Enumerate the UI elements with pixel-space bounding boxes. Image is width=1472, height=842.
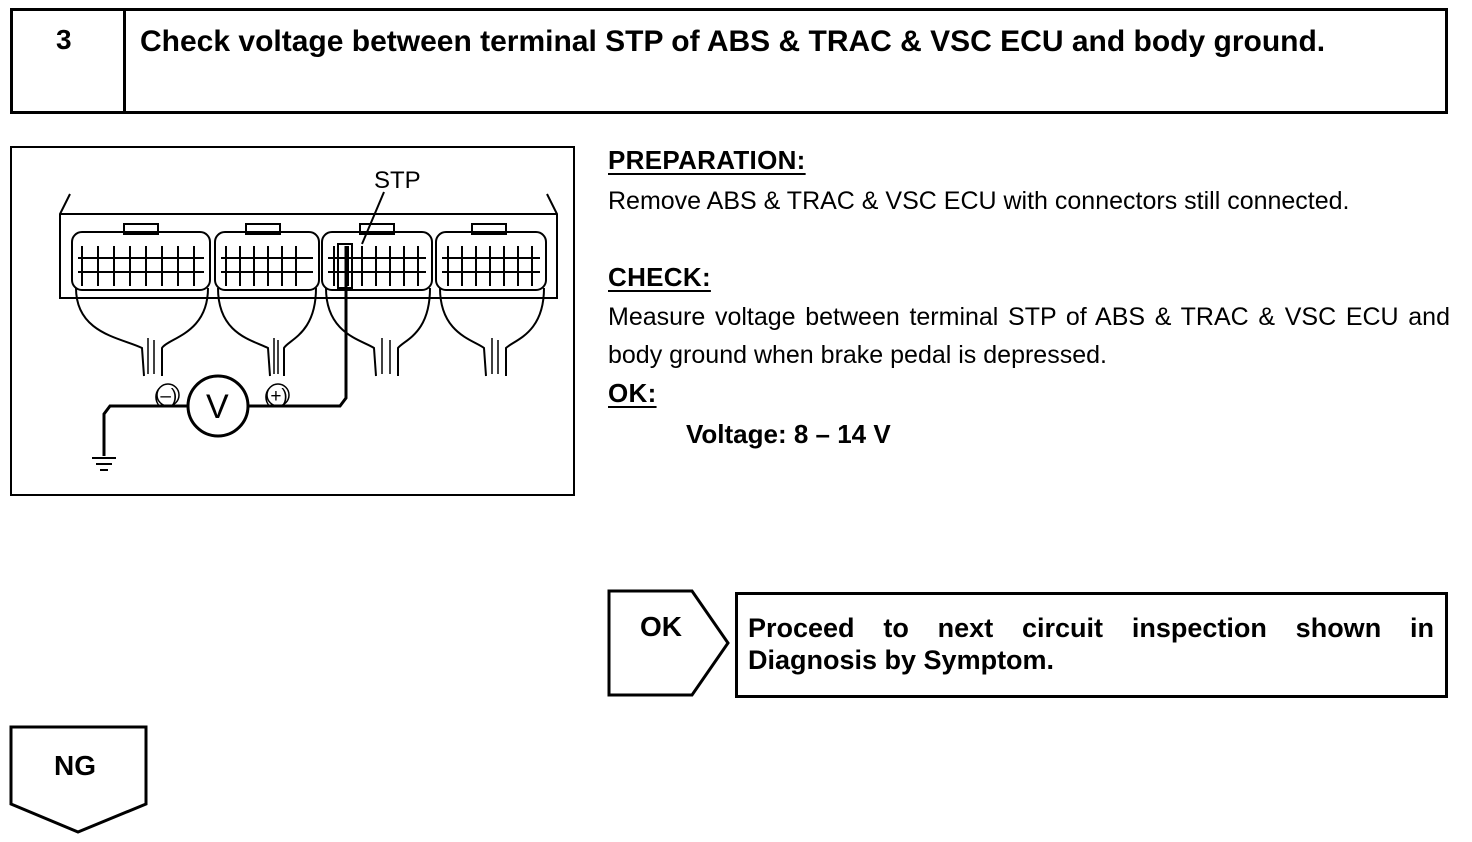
ok-result-box [735, 592, 1448, 698]
negative-marker [156, 383, 180, 407]
harness-wires [147, 338, 499, 374]
harness-4 [439, 287, 545, 377]
ok-spec-value: Voltage: 8 – 14 V [686, 419, 891, 449]
positive-label: (+) [264, 386, 288, 407]
negative-label: (–) [154, 386, 177, 407]
harness-3 [325, 287, 431, 377]
stp-terminal-highlight [337, 243, 353, 289]
check-text: Measure voltage between terminal STP of … [608, 303, 1450, 369]
harness-2 [217, 287, 317, 377]
ng-result-label: NG [54, 750, 96, 781]
connector-3 [321, 223, 433, 291]
ok-arrow-shape [607, 589, 730, 697]
preparation-heading: PREPARATION: [608, 145, 806, 175]
diagram-illustration: STP V (–) (+) [59, 167, 558, 471]
harness-1 [75, 287, 209, 377]
probe-wire-positive [248, 246, 348, 408]
check-heading: CHECK: [608, 262, 711, 292]
step-title: Check voltage between terminal STP of AB… [140, 25, 1326, 58]
step-header-divider [123, 8, 126, 114]
ok-result-label: OK [640, 611, 682, 642]
ecu-housing-outline [59, 193, 558, 299]
connector-4 [435, 223, 547, 291]
connector-1 [71, 223, 211, 291]
ground-symbol-icon [92, 457, 116, 471]
voltmeter-symbol: V [206, 388, 229, 426]
connector-2 [214, 223, 320, 291]
ok-heading: OK: [608, 378, 657, 408]
stp-pointer-line [361, 191, 385, 245]
ecu-connector-diagram: STP V (–) (+) [10, 146, 575, 496]
stp-label: STP [374, 167, 421, 194]
step-number: 3 [56, 24, 72, 55]
step-header-box [10, 8, 1448, 114]
ok-result-action: Proceed to next circuit inspection shown… [748, 613, 1434, 675]
preparation-text: Remove ABS & TRAC & VSC ECU with connect… [608, 187, 1350, 215]
ng-arrow-shape [9, 725, 148, 834]
positive-marker [266, 383, 290, 407]
probe-wire-negative [102, 404, 188, 456]
